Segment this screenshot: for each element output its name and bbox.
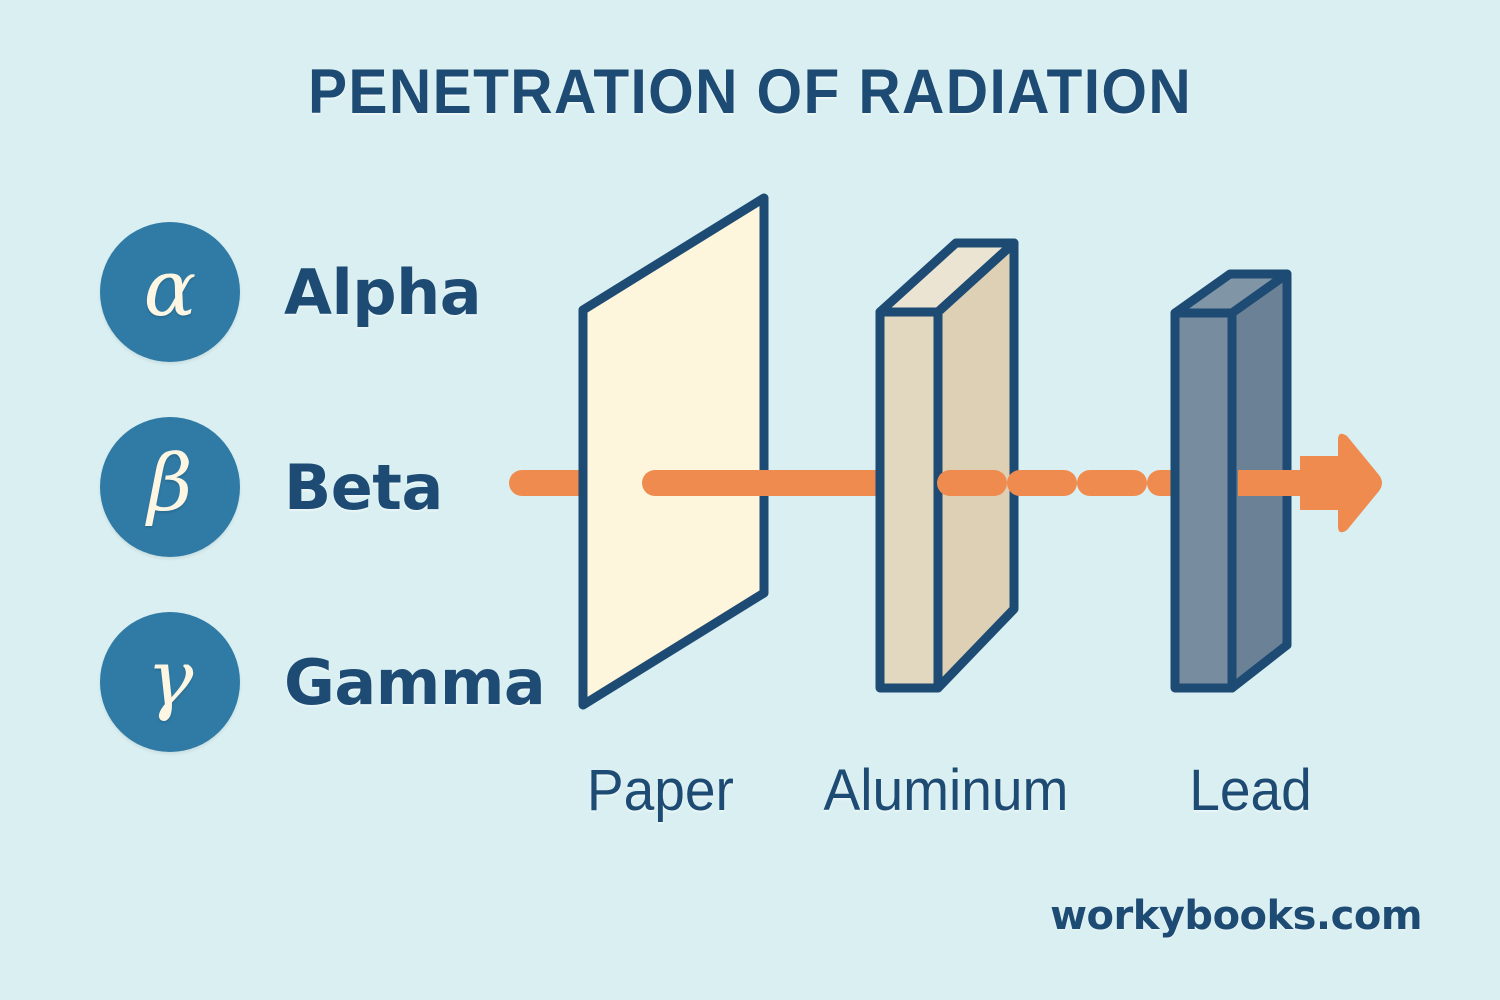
paper-sheet (578, 193, 769, 710)
caption-lead: Lead (1189, 758, 1312, 823)
barrier-paper[interactable] (578, 193, 769, 710)
alpha-glyph: α (143, 244, 197, 334)
legend-item-alpha[interactable]: α Alpha (100, 222, 570, 362)
aluminum-front-face (933, 238, 1019, 693)
legend-item-gamma[interactable]: γ Gamma (100, 612, 570, 752)
legend-label-gamma: Gamma (284, 645, 546, 719)
legend-label-beta: Beta (284, 450, 443, 524)
alpha-badge: α (100, 222, 240, 362)
beta-glyph: β (147, 439, 193, 529)
watermark: workybooks.com (1050, 893, 1422, 939)
lead-side-face (1170, 308, 1237, 693)
beta-badge: β (100, 417, 240, 557)
right-arrow-icon (1300, 433, 1382, 533)
gamma-badge: γ (100, 612, 240, 752)
aluminum-side-face (875, 307, 943, 693)
gamma-glyph: γ (146, 634, 194, 724)
legend-item-beta[interactable]: β Beta (100, 417, 570, 557)
caption-paper: Paper (586, 758, 734, 823)
barrier-aluminum[interactable] (875, 238, 1019, 693)
caption-aluminum: Aluminum (823, 758, 1069, 823)
page-title: PENETRATION OF RADIATION (307, 57, 1193, 127)
legend-label-alpha: Alpha (284, 255, 482, 329)
radiation-type-legend: α Alpha β Beta γ Gamma (100, 222, 570, 752)
